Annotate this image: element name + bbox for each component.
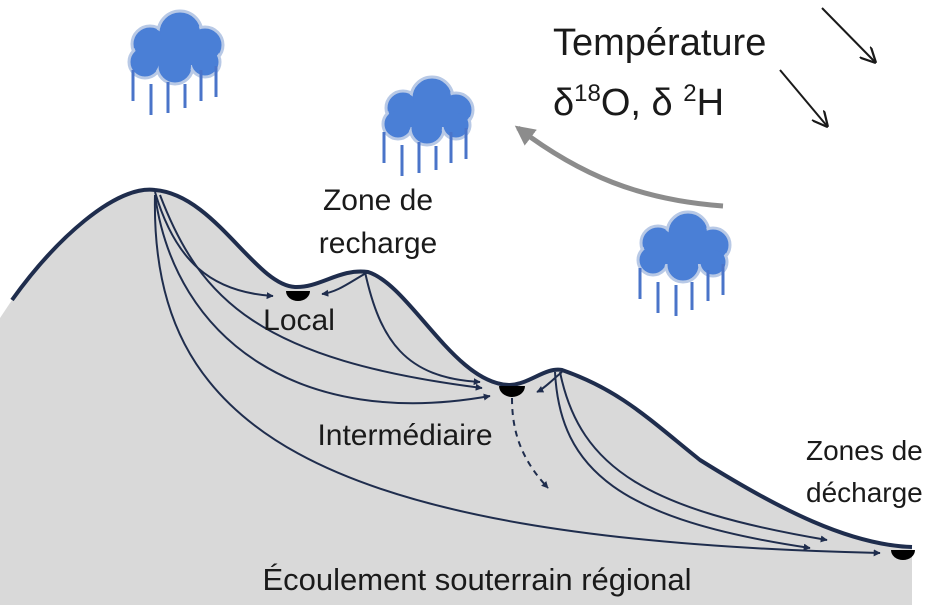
terrain-surface-line: [10, 187, 913, 549]
down-right-arrow-icon: [821, 7, 875, 62]
intermediate-flow-dashed: [511, 397, 549, 489]
discharge-zones-label-line2: décharge: [806, 477, 923, 508]
springs: [286, 291, 915, 560]
spring-regional: [891, 550, 915, 560]
terrain-cross-section: [0, 189, 912, 605]
rain-cloud-icon: [636, 210, 732, 316]
temperature-label: Température: [553, 22, 766, 64]
vapor-trajectory-arrow: [514, 125, 724, 209]
intermediate-flow-path-2: [159, 194, 483, 391]
down-right-arrow-icon: [779, 69, 827, 126]
rain-cloud-icon: [127, 9, 225, 115]
discharge-zones-label-line1: Zones de: [806, 435, 923, 466]
regional-flow-path-1: [559, 371, 828, 543]
regional-flow-path-2: [554, 371, 811, 551]
local-label: Local: [263, 304, 335, 337]
spring-intermediate: [499, 386, 525, 397]
intermediate-label: Intermédiaire: [317, 419, 492, 452]
flow-lines: [153, 191, 881, 557]
intermediate-flow-path-1: [364, 271, 481, 386]
isotope-label: δ18O, δ 2H: [553, 80, 724, 124]
recharge-zone-label-line1: Zone de: [323, 184, 433, 217]
spring-local: [286, 291, 310, 301]
rain-cloud-icon: [381, 75, 475, 176]
regional-flow-label: Écoulement souterrain régional: [262, 562, 691, 597]
intermediate-flow-path-3: [154, 194, 491, 405]
local-flow-path-2: [321, 271, 369, 297]
regional-flow-path-3: [153, 194, 881, 557]
recharge-zone-label-line2: recharge: [319, 227, 437, 260]
